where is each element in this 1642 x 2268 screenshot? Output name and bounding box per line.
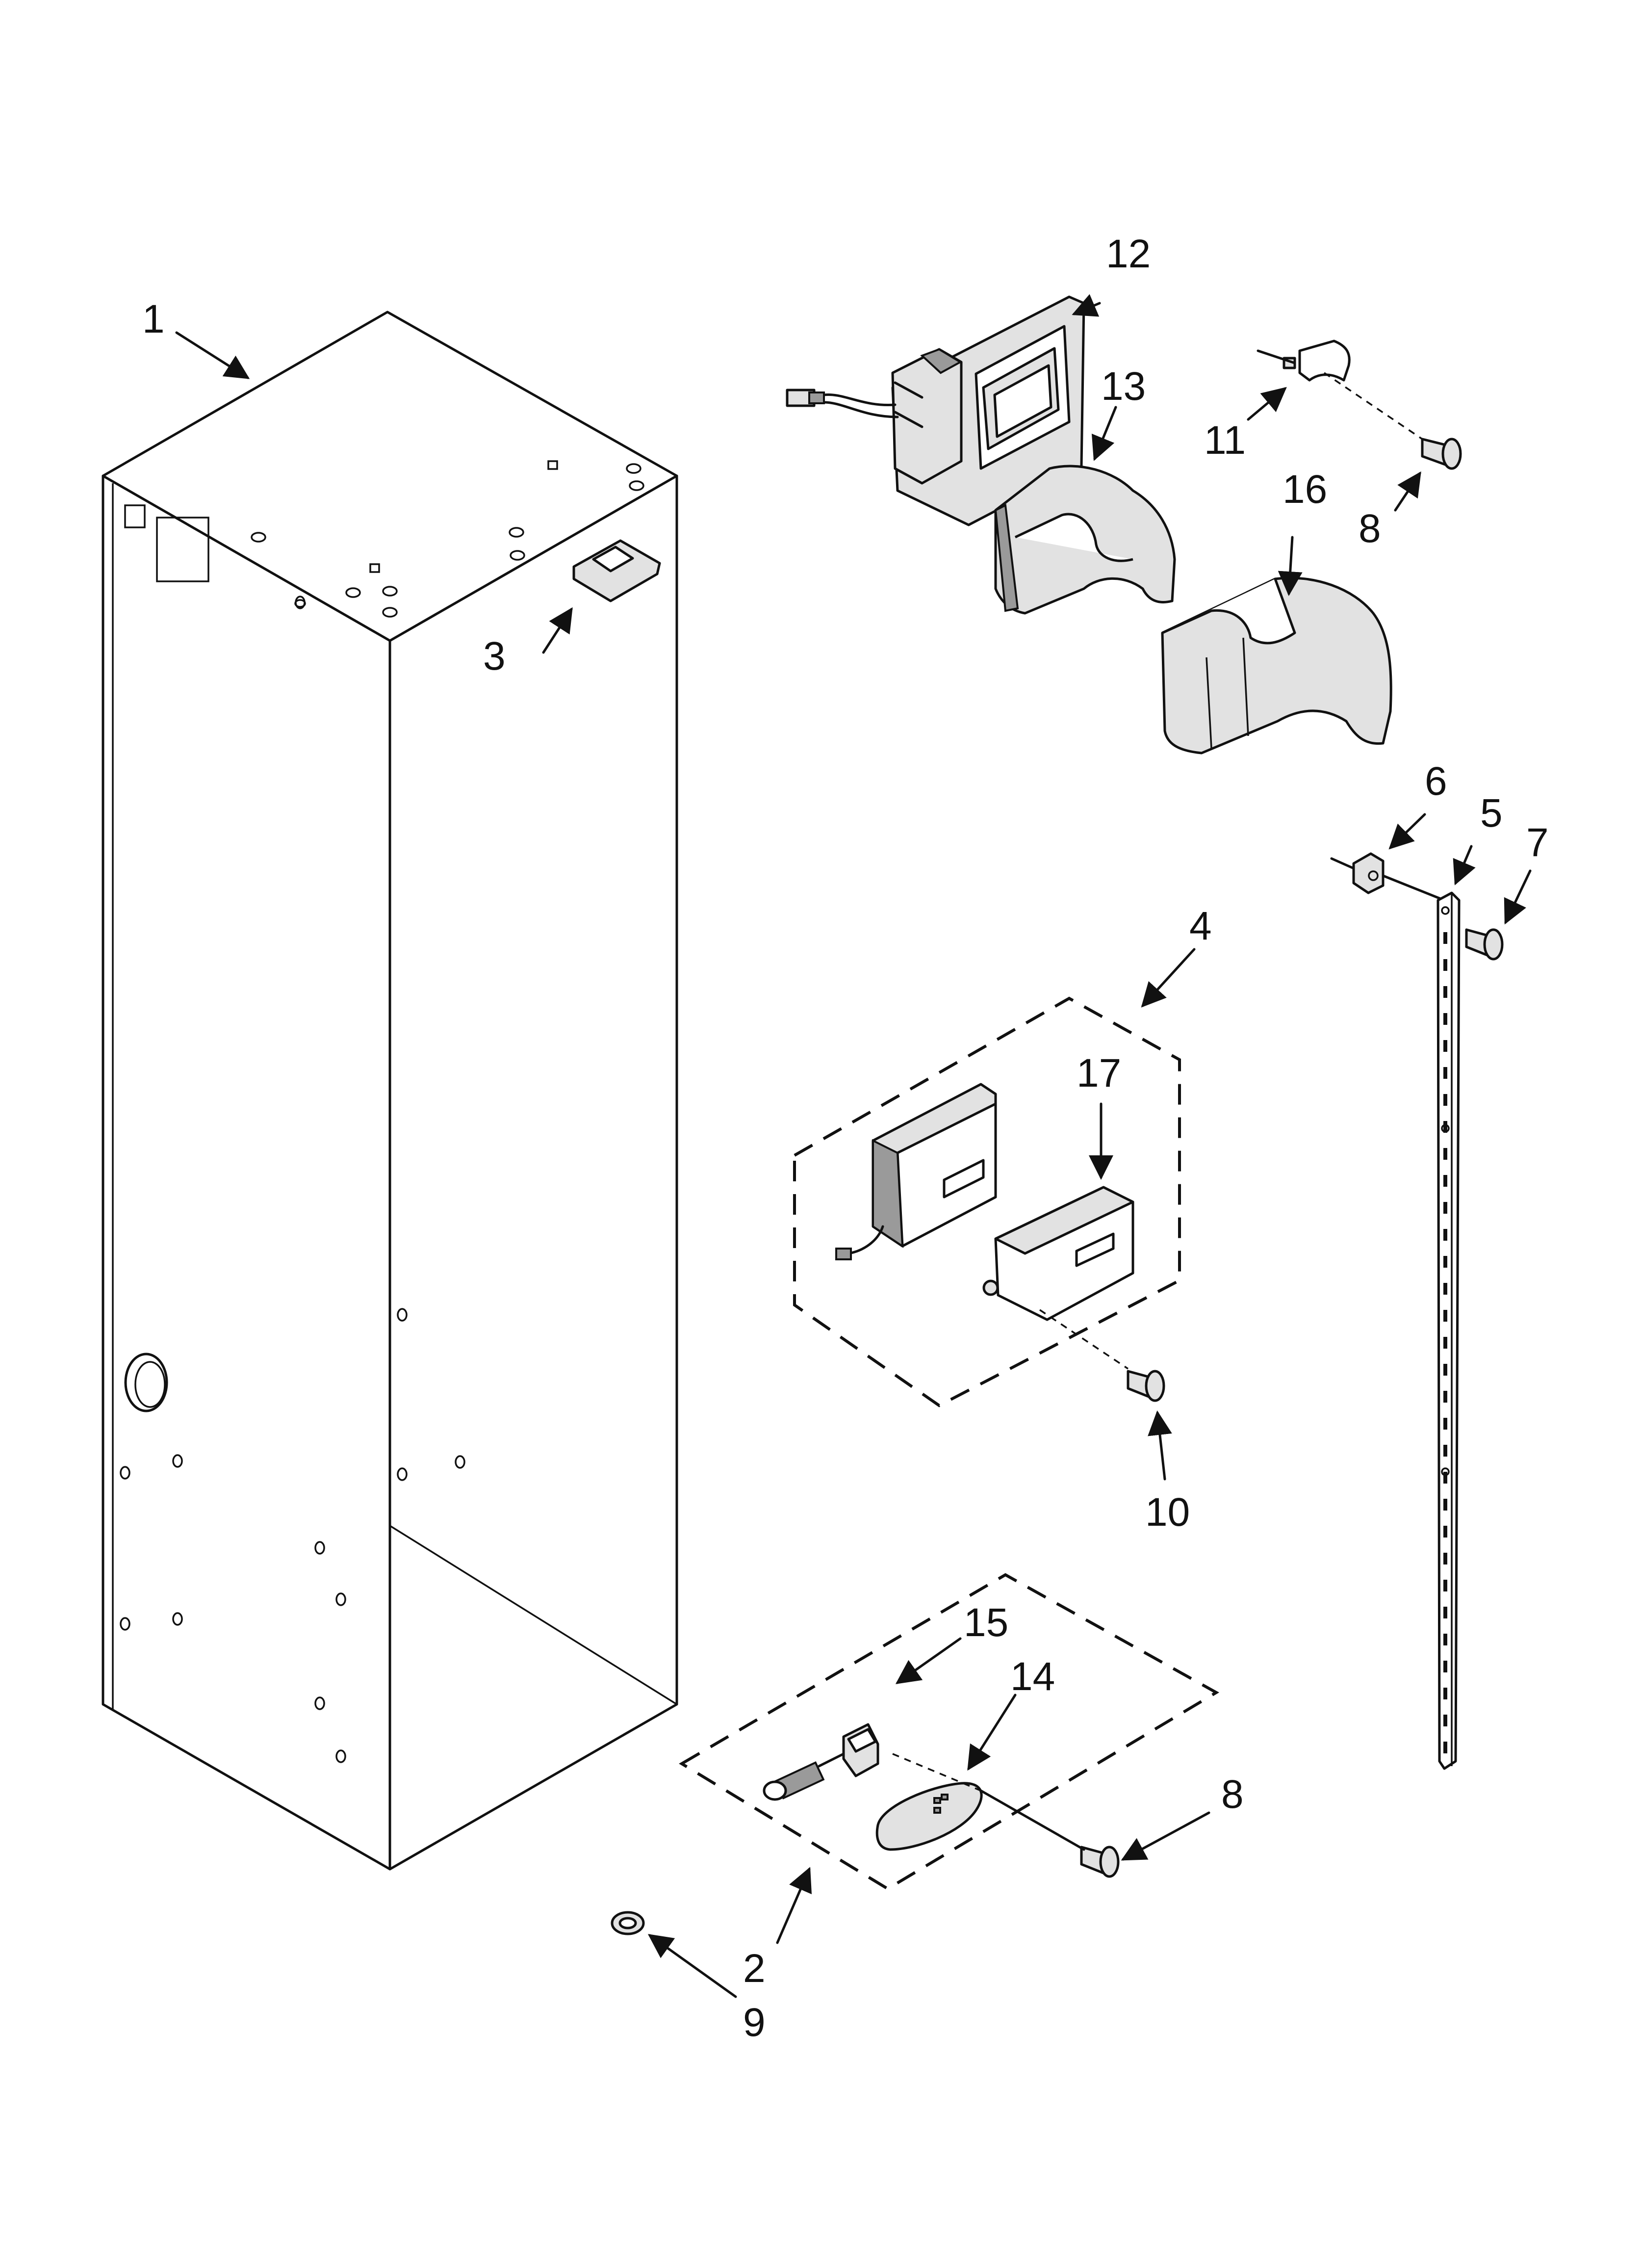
lower-cover-part[interactable] [1161,576,1392,755]
rail-slot [1443,932,1447,944]
callout-8-lower: 8 [1221,1772,1244,1817]
callout-1: 1 [142,297,165,341]
rail-slot [1443,1337,1447,1349]
rail-slot [1443,1175,1447,1187]
rail-slot [1443,1445,1447,1457]
rail-slot [1443,1580,1447,1591]
screw-part-upper[interactable] [1421,438,1462,470]
callout-7: 7 [1526,820,1549,865]
rail-slot [1443,1661,1447,1672]
rail-slot [1443,1229,1447,1241]
callout-4: 4 [1189,904,1212,948]
control-housing-part[interactable] [786,295,1085,526]
grommet-part[interactable] [611,1911,645,1935]
clip-part[interactable] [1257,339,1423,440]
rail-slots [1443,932,1447,1753]
rail-slot [1443,1364,1447,1376]
rail-slot [1443,1607,1447,1618]
rail-slot [1443,986,1447,998]
rail-part[interactable] [1437,891,1461,1770]
rail-slot [1443,1148,1447,1160]
rail-slot [1443,1283,1447,1295]
callout-15: 15 [964,1600,1008,1645]
screw-part-control[interactable] [1127,1370,1165,1402]
rail-slot [1443,959,1447,971]
callout-3: 3 [483,634,506,678]
rail-slot [1443,1202,1447,1214]
callout-12: 12 [1106,232,1151,276]
callout-13: 13 [1101,364,1146,409]
cabinet-part[interactable] [102,311,678,1871]
rail-slot [1443,1742,1447,1753]
rail-slot [1443,1310,1447,1322]
callout-17: 17 [1077,1051,1121,1095]
rail-slot [1443,1013,1447,1025]
upper-cover-part[interactable] [994,465,1176,615]
sensor-assembly-group[interactable] [679,1573,1219,1891]
rail-slot [1443,1688,1447,1699]
callout-labels: 1 3 12 13 11 8 16 6 5 7 4 17 10 15 14 8 … [142,232,1549,2045]
callout-11: 11 [1204,418,1246,463]
rail-slot [1443,1634,1447,1645]
rail-slot [1443,1391,1447,1403]
callout-5: 5 [1480,791,1503,835]
callout-14: 14 [1010,1654,1055,1699]
rail-slot [1443,1040,1447,1052]
rail-slot [1443,1067,1447,1079]
rail-slot [1443,1121,1447,1133]
callout-16: 16 [1283,467,1327,512]
callout-2: 2 [743,1946,766,1991]
rail-slot [1443,1499,1447,1511]
callout-8-upper: 8 [1359,506,1381,551]
screw-part-lower[interactable] [1080,1846,1120,1878]
rail-slot [1443,1526,1447,1538]
screw-part-rail[interactable] [1465,928,1504,961]
rail-slot [1443,1553,1447,1564]
rail-slot [1443,1094,1447,1106]
nut-part[interactable] [1330,852,1446,902]
rail-slot [1443,1472,1447,1484]
callout-9: 9 [743,2000,766,2045]
callout-6: 6 [1425,759,1447,804]
rail-slot [1443,1715,1447,1726]
control-assembly-group[interactable] [793,996,1181,1408]
rail-slot [1443,1256,1447,1268]
callout-10: 10 [1145,1490,1190,1535]
leader-lines [175,294,1532,1998]
rail-slot [1443,1418,1447,1430]
